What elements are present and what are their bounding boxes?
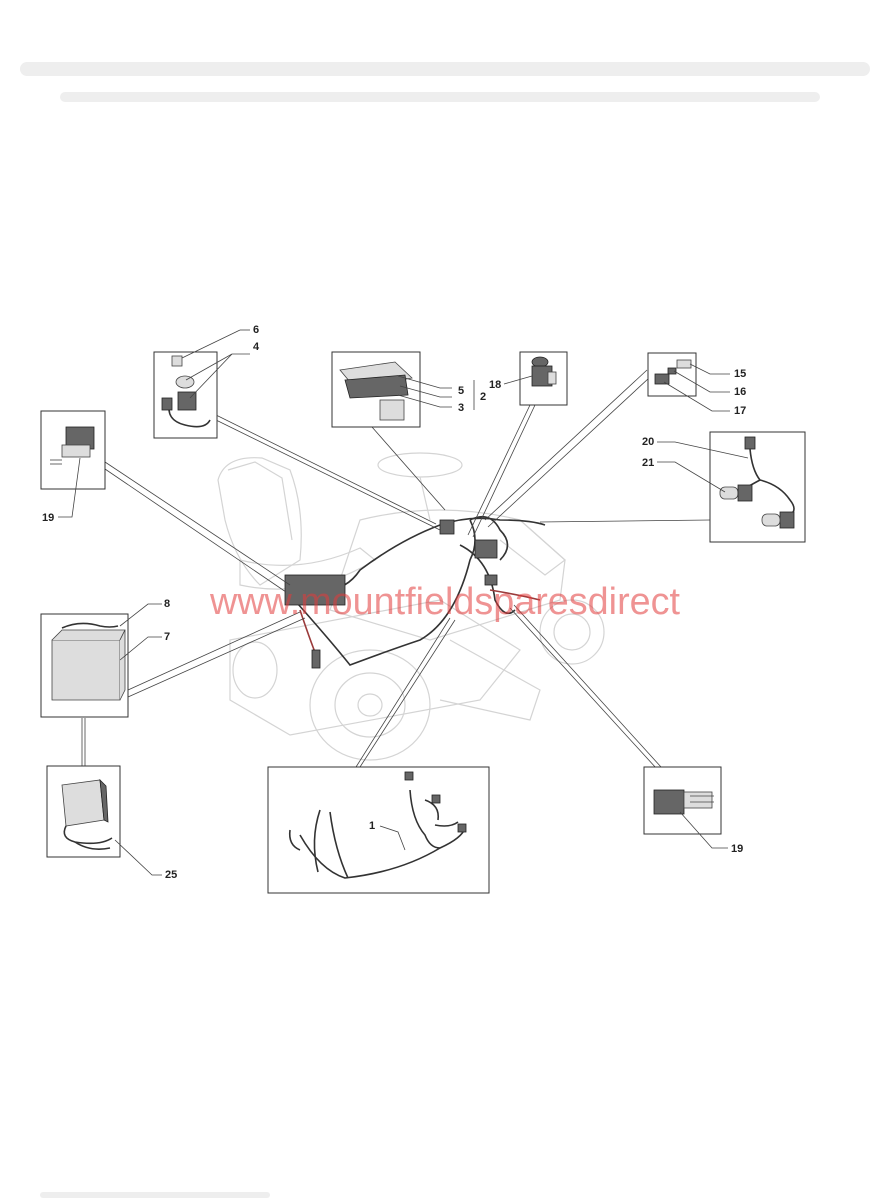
battery-box — [40, 603, 162, 718]
relay-box-left — [40, 410, 106, 518]
callout-20: 20 — [642, 436, 654, 448]
light-harness-box — [657, 431, 806, 543]
sensor-parts-box — [647, 352, 730, 412]
blurred-header — [20, 62, 870, 102]
dashboard-panel-box — [331, 351, 475, 428]
callout-5: 5 — [458, 385, 464, 397]
battery-charger-box — [46, 765, 162, 876]
tractor-illustration — [217, 452, 605, 761]
watermark: www.mountfieldsparesdirect — [209, 581, 680, 623]
main-harness-on-tractor — [284, 515, 546, 669]
callout-18: 18 — [489, 379, 501, 391]
relay-box-right — [643, 766, 728, 849]
callout-19-right: 19 — [731, 843, 743, 855]
blurred-footer — [40, 1192, 270, 1198]
callout-21: 21 — [642, 457, 654, 469]
callout-8: 8 — [164, 598, 170, 610]
pto-switch-box — [503, 351, 568, 406]
callout-1: 1 — [369, 820, 375, 832]
callout-15: 15 — [734, 368, 746, 380]
leader-lines — [81, 369, 711, 781]
callout-19-left: 19 — [42, 512, 54, 524]
callout-4: 4 — [253, 341, 260, 353]
callout-6: 6 — [253, 324, 259, 336]
callout-7: 7 — [164, 631, 170, 643]
callout-16: 16 — [734, 386, 746, 398]
main-wiring-harness-box — [267, 766, 490, 894]
callout-17: 17 — [734, 405, 746, 417]
callout-25: 25 — [165, 869, 177, 881]
callout-3: 3 — [458, 402, 464, 414]
callout-2: 2 — [480, 391, 486, 403]
ignition-key-switch-box — [153, 329, 250, 439]
